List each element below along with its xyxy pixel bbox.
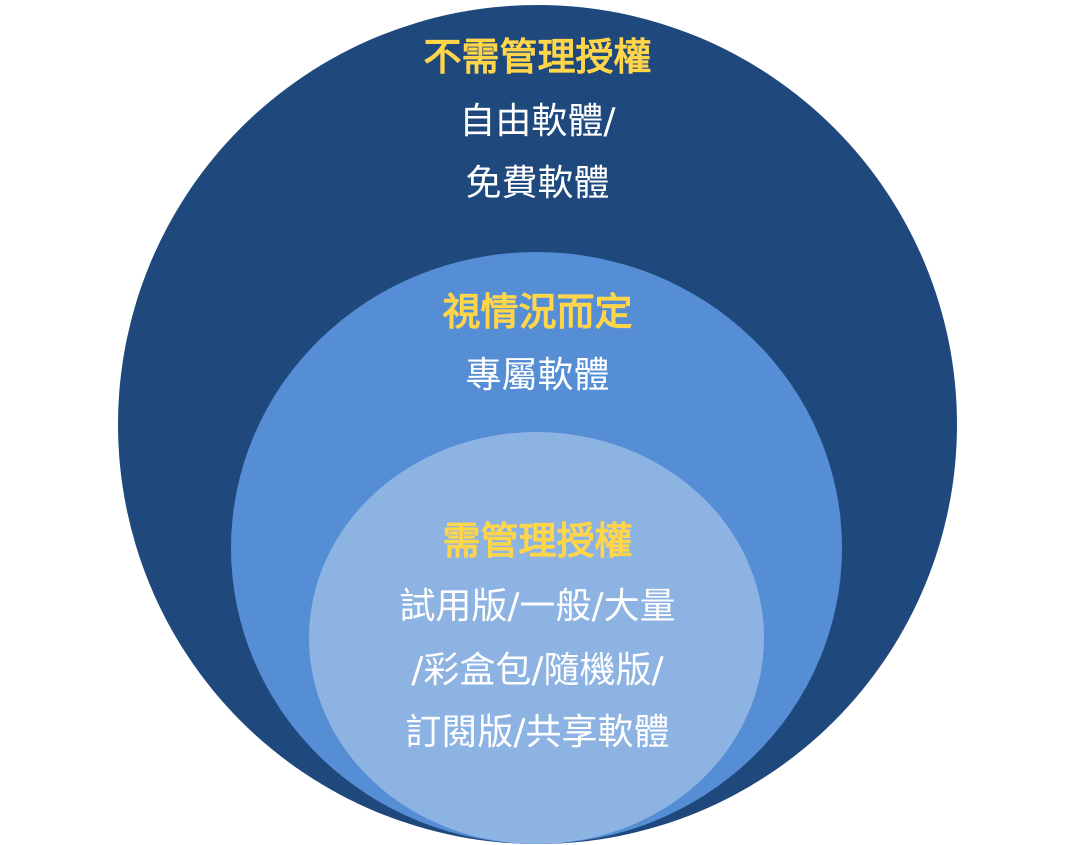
middle-heading: 視情況而定 xyxy=(442,290,633,334)
outer-line-1: 自由軟體/ xyxy=(459,101,616,142)
outer-heading: 不需管理授權 xyxy=(423,35,652,79)
middle-line-1: 專屬軟體 xyxy=(465,355,610,396)
inner-circle xyxy=(309,432,764,844)
inner-line-1: 試用版/一般/大量 xyxy=(399,586,676,627)
inner-heading: 需管理授權 xyxy=(442,519,633,563)
inner-line-2: /彩盒包/隨機版/ xyxy=(411,650,664,691)
inner-line-3: 訂閱版/共享軟體 xyxy=(405,712,670,753)
outer-line-2: 免費軟體 xyxy=(465,163,610,204)
